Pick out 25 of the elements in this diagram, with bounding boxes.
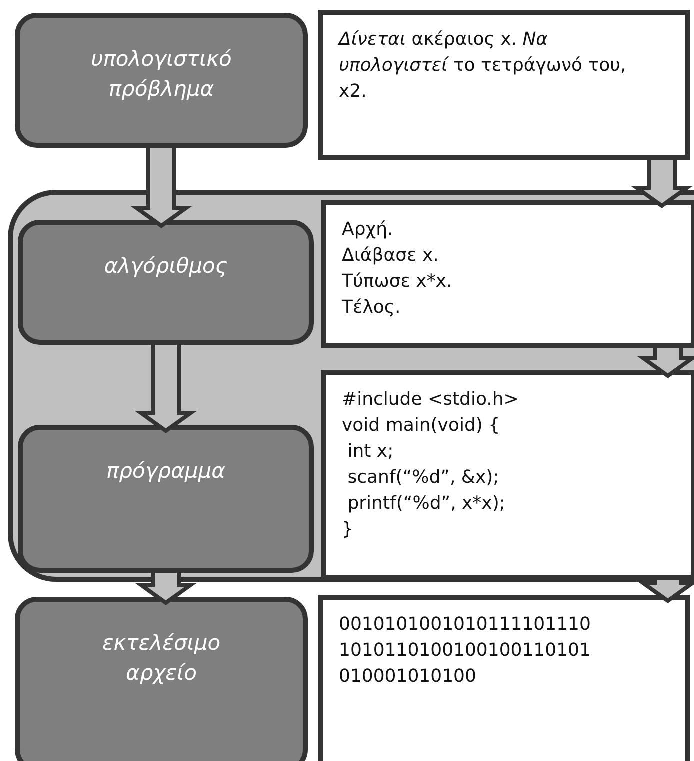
stage-label: υπολογιστικό πρόβλημα (90, 46, 233, 104)
process-box (15, 13, 308, 148)
text-box (318, 10, 690, 160)
text-box (318, 595, 690, 761)
description-text: Διάβασε x. (342, 244, 440, 268)
description-text: 0010101001010111101110 1010110100100100110101 010001010100 (339, 613, 592, 690)
description-text: int x; (346, 440, 395, 464)
description-text: Δίνεται ακέραιος x. Να υπολογιστεί το τετράγωνό του, x2. (339, 28, 628, 104)
process-box (18, 425, 314, 573)
stage-label: εκτελέσιμο αρχείο (101, 630, 222, 688)
stage-label: πρόγραμμα (106, 458, 226, 485)
description-text: #include <stdio.h> (342, 388, 520, 412)
text-box (321, 200, 694, 348)
description-text: void main(void) { (342, 414, 502, 438)
stage-label: αλγόριθμος (103, 253, 229, 280)
description-text: Τύπωσε x*x. (342, 270, 454, 294)
description-text: printf(“%d”, x*x); (346, 492, 506, 516)
description-text: scanf(“%d”, &x); (346, 466, 500, 490)
description-text: Τέλος. (342, 296, 402, 320)
group-panel (8, 190, 694, 582)
description-text: Αρχή. (342, 218, 394, 242)
process-box (18, 220, 314, 345)
text-box (321, 370, 694, 580)
process-box (15, 597, 308, 761)
description-text: } (342, 518, 354, 542)
